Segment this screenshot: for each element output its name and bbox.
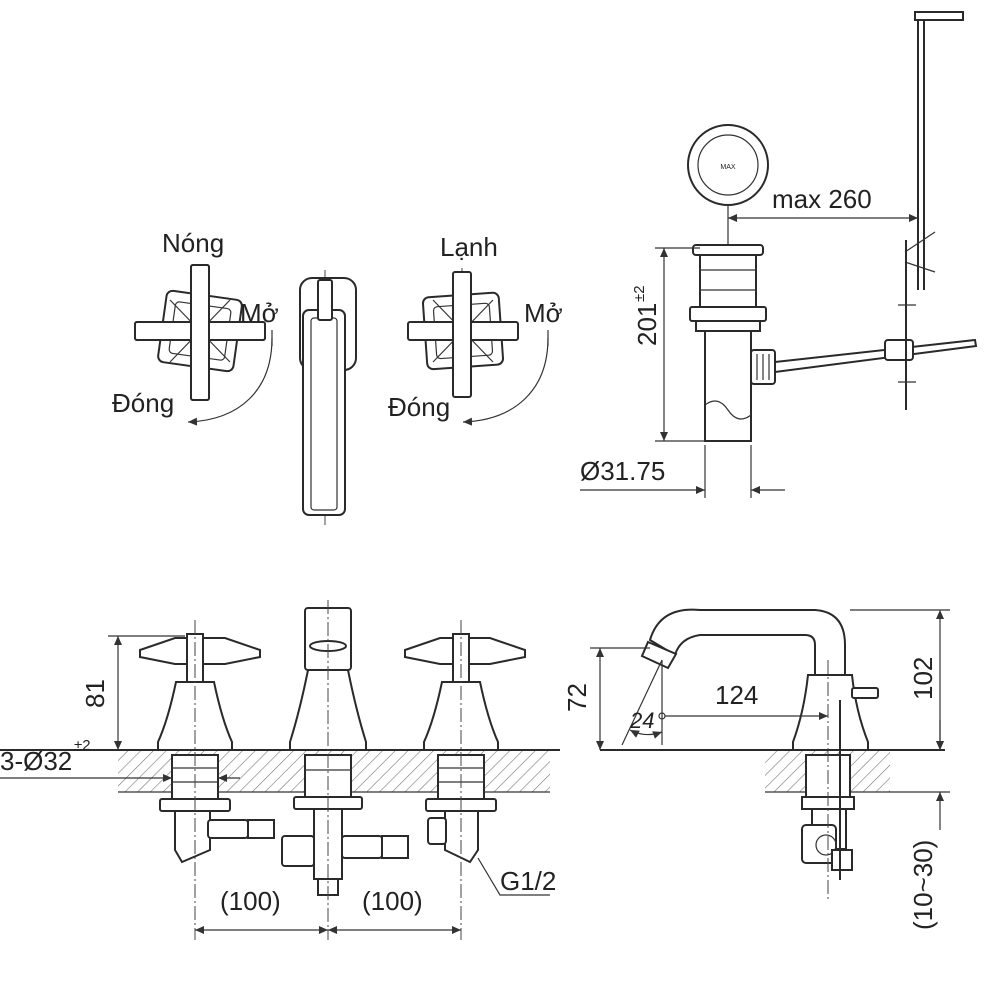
- hot-handle-top-view: Nóng Mở Đóng: [112, 228, 279, 426]
- cold-handle-top-view: Lạnh Mở Đóng: [388, 232, 563, 426]
- drain-cap-marking: MAX: [720, 164, 736, 171]
- side-elevation: 72 124 24 102 (10~30): [562, 608, 950, 930]
- open-label-right: Mở: [524, 298, 563, 328]
- holes-tolerance: ±2: [74, 737, 91, 754]
- close-label-left: Đóng: [112, 388, 174, 418]
- spout-height-dimension: 72: [562, 683, 592, 712]
- cold-label: Lạnh: [440, 232, 498, 262]
- front-elevation: 81 3-Ø32 ±2 (100) (100) G1/2: [0, 600, 560, 940]
- holes-dimension: 3-Ø32: [0, 746, 72, 776]
- left-handle-front: [139, 633, 275, 864]
- spout-reach-dimension: 124: [715, 680, 758, 710]
- close-label-right: Đóng: [388, 392, 450, 422]
- spout-angle-dimension: 24: [629, 708, 654, 733]
- total-height-dimension: 102: [908, 657, 938, 700]
- drain-diameter-dimension: Ø31.75: [580, 456, 665, 486]
- open-label-left: Mở: [240, 298, 279, 328]
- rod-reach-dimension: max 260: [772, 184, 872, 214]
- right-handle-front: [404, 633, 526, 864]
- spout-top-view: [299, 270, 357, 525]
- spacing-left-dimension: (100): [220, 886, 281, 916]
- popup-drain-assembly: MAX max 260 201 ±2: [580, 11, 978, 498]
- handle-height-dimension: 81: [80, 679, 110, 708]
- drain-height-tolerance: ±2: [631, 285, 648, 302]
- hot-label: Nóng: [162, 228, 224, 258]
- deck-thickness-dimension: (10~30): [908, 840, 938, 930]
- drain-height-dimension: 201: [632, 303, 662, 346]
- thread-label: G1/2: [500, 866, 556, 896]
- spacing-right-dimension: (100): [362, 886, 423, 916]
